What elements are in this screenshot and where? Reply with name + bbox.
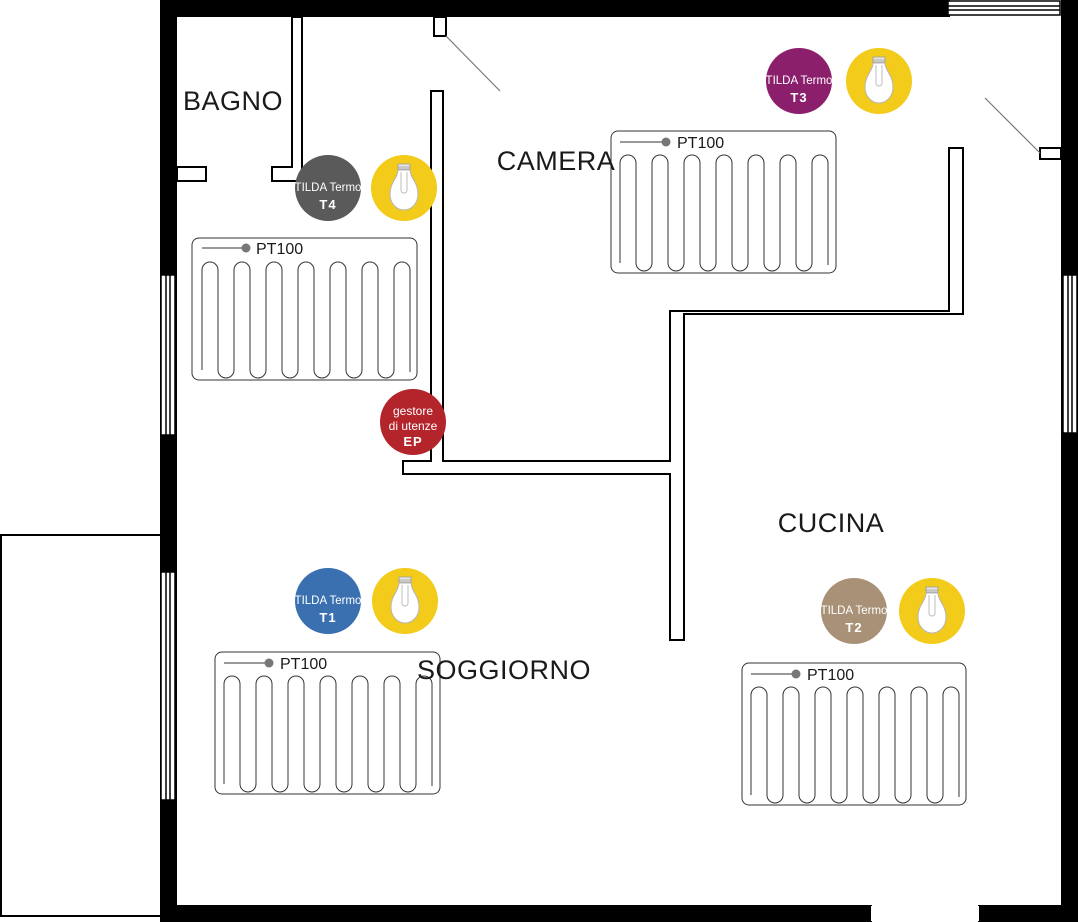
heating-panel-bagno: PT100 (191, 237, 418, 381)
t3-badge-circle (766, 48, 832, 114)
outer-openings (160, 0, 1078, 921)
heating-panel-camera: PT100 (610, 130, 837, 274)
ep-badge-circle (380, 389, 446, 455)
t1-badge-circle (295, 568, 361, 634)
light-bulb-icon (846, 48, 912, 114)
light-bulb-icon (899, 578, 965, 644)
t4-badge-circle (295, 155, 361, 221)
sensor-dot-icon (791, 669, 801, 679)
thermostat-t1-badge-icon: TILDA Termo T1 (295, 568, 362, 634)
sensor-dot-icon (241, 243, 251, 253)
ep-line2: di utenze (389, 419, 438, 433)
light-bulb-icon (371, 155, 437, 221)
heating-panel-soggiorno: PT100 (214, 651, 441, 795)
t2-code: T2 (845, 620, 862, 635)
t2-brand: TILDA Termo (821, 605, 888, 617)
heating-panel-cucina: PT100 (741, 662, 967, 806)
interior-walls (176, 16, 1062, 641)
sensor-dot-icon (264, 658, 274, 668)
t2-badge-circle (821, 578, 887, 644)
t3-brand: TILDA Termo (766, 75, 833, 87)
sensor-label-cucina: PT100 (807, 667, 854, 684)
sensor-dot-icon (661, 137, 671, 147)
annex-outline (0, 534, 162, 917)
room-label-bagno: BAGNO (183, 86, 283, 116)
light-bulb-icon (372, 568, 438, 634)
sensor-label-camera: PT100 (677, 135, 724, 152)
energy-manager-badge-icon: gestore di utenze EP (380, 389, 446, 455)
t4-brand: TILDA Termo (295, 182, 362, 194)
t4-code: T4 (319, 197, 336, 212)
thermostat-t3-badge-icon: TILDA Termo T3 (766, 48, 833, 114)
thermostat-t2-badge-icon: TILDA Termo T2 (821, 578, 888, 644)
thermostat-t4-badge-icon: TILDA Termo T4 (295, 155, 362, 221)
sensor-label-bagno: PT100 (256, 241, 303, 258)
t1-brand: TILDA Termo (295, 595, 362, 607)
ep-code: EP (403, 434, 422, 449)
ep-line1: gestore (393, 404, 433, 418)
sensor-label-soggiorno: PT100 (280, 656, 327, 673)
room-label-soggiorno: SOGGIORNO (417, 655, 591, 685)
t1-code: T1 (319, 610, 336, 625)
room-label-camera: CAMERA (497, 146, 616, 176)
door-swings (445, 35, 1041, 154)
room-label-cucina: CUCINA (778, 508, 885, 538)
t3-code: T3 (790, 90, 807, 105)
